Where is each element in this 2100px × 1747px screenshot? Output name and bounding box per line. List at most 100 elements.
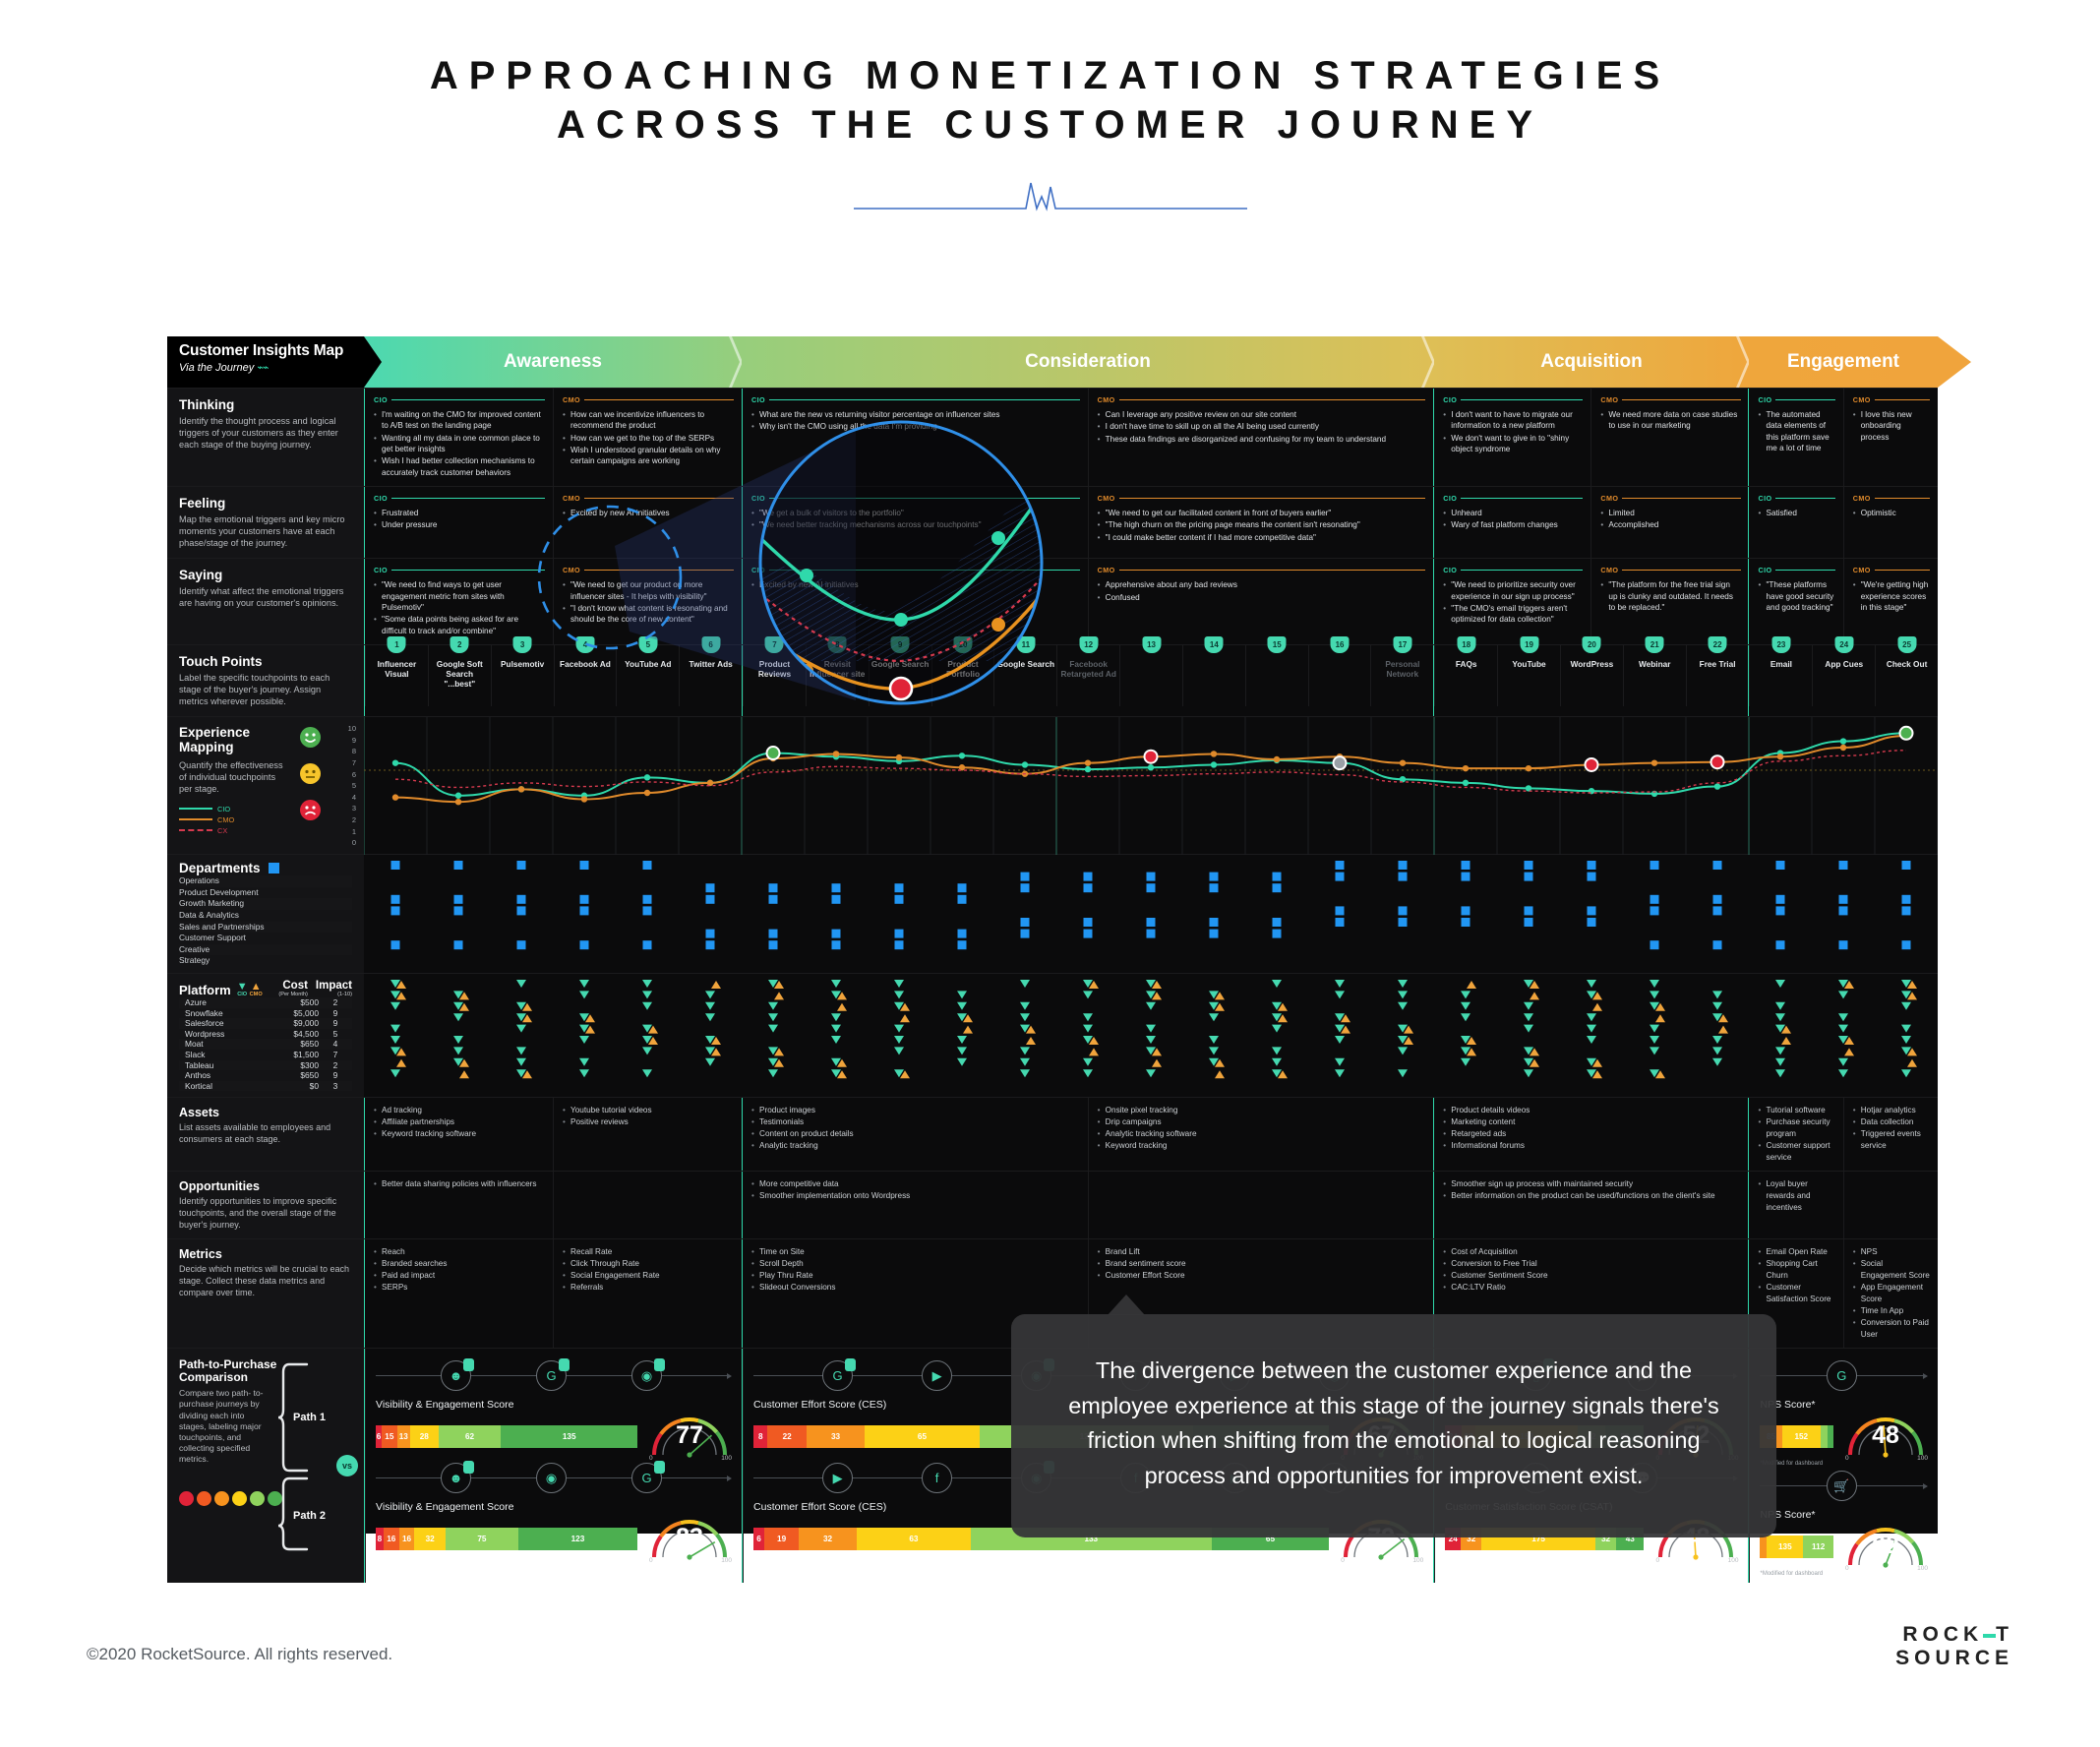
list-item: Unheard [1443,508,1583,519]
page-title: APPROACHING MONETIZATION STRATEGIES ACRO… [0,51,2100,150]
cio-marker [1209,1001,1219,1010]
stage-header-acquisition[interactable]: Acquisition [1434,336,1750,388]
rule-line [1118,497,1426,499]
cio-marker [1272,1001,1282,1010]
neutral-face-icon [300,763,321,785]
stage-header-awareness[interactable]: Awareness [364,336,743,388]
stage-header-engagement[interactable]: Engagement [1749,336,1938,388]
cio-marker [1901,980,1911,989]
department-marker [1146,918,1156,928]
platform-markers-svg [390,980,1917,1079]
list: Ad trackingAffiliate partnershipsKeyword… [374,1105,545,1140]
cio-marker [579,1069,589,1078]
department-marker [831,883,841,893]
list-item: I love this new onboarding process [1853,409,1930,443]
cio-marker [1901,1069,1911,1078]
department-marker [1083,883,1093,893]
touchpoint-cell[interactable]: 13 [1119,635,1182,706]
panel-role-label: CIO [1443,494,1584,503]
cio-marker [1398,980,1408,989]
panel-role-label: CIO [1443,566,1584,574]
assets-column: Youtube tutorial videosPositive reviews [553,1098,742,1171]
department-item: Strategy [179,955,210,966]
cio-marker [1398,1036,1408,1045]
department-marker [1524,861,1533,871]
data-point [1462,765,1470,772]
department-marker [768,929,778,938]
cio-marker [1524,1013,1533,1022]
data-point [454,792,462,800]
cmo-marker [585,1014,595,1023]
google-icon[interactable]: G [1826,1360,1857,1392]
influencer-icon[interactable]: ☻ [441,1461,475,1494]
instagram-icon[interactable]: ◉ [631,1358,666,1392]
touchpoint-label: Twitter Ads [689,658,733,669]
touchpoint-cell[interactable]: 16 [1307,635,1371,706]
influencer-icon[interactable]: ☻ [441,1358,475,1392]
department-marker [1650,940,1659,950]
cio-marker [705,1013,715,1022]
cmo-marker [837,1070,847,1079]
legend-item-cio: CIO [179,805,352,813]
axis-tick: 1 [351,826,356,836]
saying-panel-cio: CIO"These platforms have good security a… [1749,559,1842,644]
youtube-icon[interactable]: ▶ [822,1463,854,1494]
cio-marker [705,1001,715,1010]
cio-marker [1650,1047,1659,1055]
data-point [1839,745,1847,752]
facebook-icon[interactable]: f [922,1463,953,1494]
google-icon[interactable]: G [536,1358,570,1392]
stage-header-consideration[interactable]: Consideration [742,336,1435,388]
cio-marker [831,1069,841,1078]
touchpoint-cell[interactable]: 15 [1244,635,1308,706]
cio-marker [390,991,400,999]
gauge-max: 100 [1917,1564,1928,1572]
touchpoint-cell[interactable]: 14 [1181,635,1245,706]
connector-line [471,1477,537,1479]
touchpoint-number: 2 [450,635,469,653]
department-marker [390,895,400,905]
department-marker [1461,861,1470,871]
list: Brand LiftBrand sentiment scoreCustomer … [1098,1246,1426,1282]
google-icon[interactable]: G [631,1461,666,1494]
youtube-icon[interactable]: ▶ [922,1360,953,1392]
google-icon[interactable]: G [822,1358,857,1392]
cio-marker [1650,991,1659,999]
data-point [391,759,399,767]
department-marker [1587,906,1596,916]
cmo-marker [459,1058,469,1067]
department-marker [1020,918,1030,928]
list: Cost of AcquisitionConversion to Free Tr… [1443,1246,1740,1294]
instagram-icon[interactable]: ◉ [536,1463,568,1494]
cart-icon[interactable]: 🛒 [1826,1471,1857,1502]
copyright-text: ©2020 RocketSource. All rights reserved. [87,1645,393,1663]
cmo-marker [396,1058,406,1067]
list-item: Triggered events service [1853,1128,1930,1152]
cio-marker [1712,1013,1722,1022]
saying-panel-cio: CIO"We need to find ways to get user eng… [365,559,553,644]
vs-badge: vs [336,1454,358,1476]
